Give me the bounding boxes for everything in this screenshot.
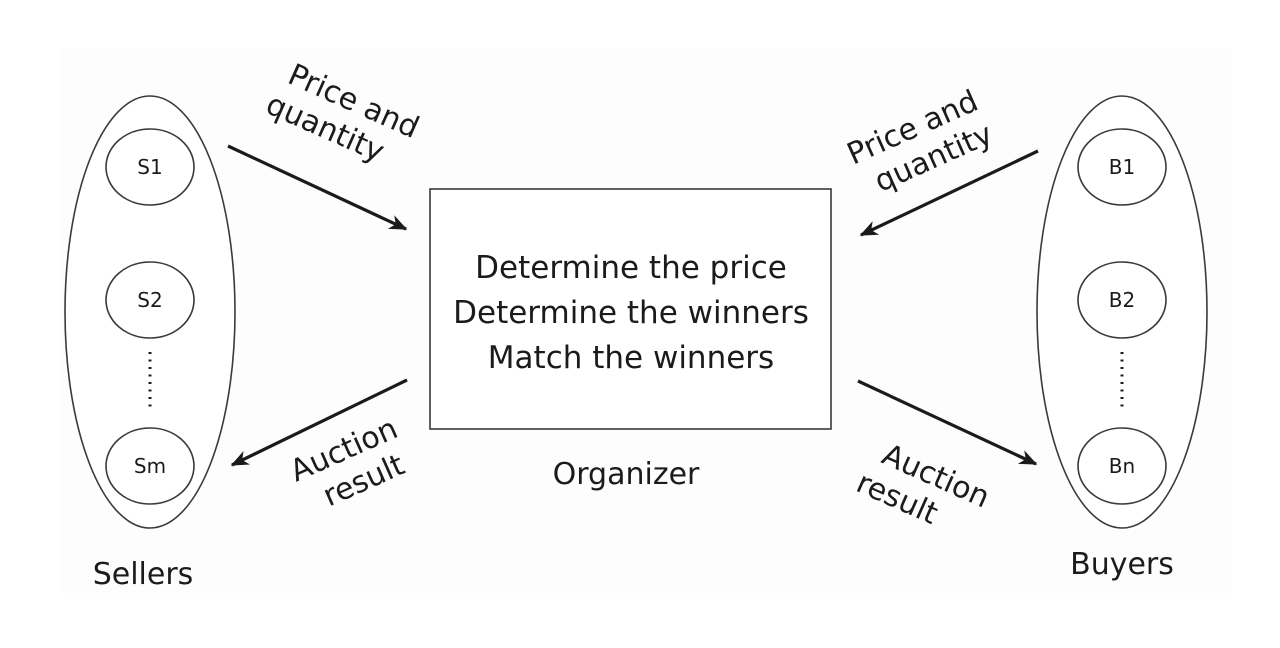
edge-label-buyer-to-organizer: Price and quantity bbox=[842, 84, 998, 200]
seller-node-sm: Sm bbox=[105, 427, 195, 505]
edge-label-seller-to-organizer: Price and quantity bbox=[261, 57, 424, 169]
seller-node-sm-label: Sm bbox=[134, 454, 166, 478]
seller-node-s2-label: S2 bbox=[137, 288, 162, 312]
buyer-node-bn-label: Bn bbox=[1109, 454, 1135, 478]
buyers-label: Buyers bbox=[1070, 547, 1174, 582]
buyers-group: B1 B2 Bn Buyers bbox=[1036, 95, 1208, 582]
arrow-organizer-to-buyer bbox=[857, 379, 1038, 466]
buyer-node-bn: Bn bbox=[1077, 427, 1167, 505]
organizer-box: Determine the price Determine the winner… bbox=[429, 188, 832, 430]
organizer-rectangle bbox=[429, 188, 832, 430]
seller-node-s1-label: S1 bbox=[137, 155, 162, 179]
organizer-line-2: Determine the winners bbox=[453, 295, 809, 331]
sellers-group: S1 S2 Sm Sellers bbox=[64, 95, 236, 592]
organizer-line-1: Determine the price bbox=[475, 250, 787, 286]
seller-node-s1: S1 bbox=[105, 128, 195, 206]
organizer-line-3: Match the winners bbox=[488, 340, 774, 376]
arrow-seller-to-organizer bbox=[227, 144, 408, 231]
buyer-node-b1-label: B1 bbox=[1109, 155, 1135, 179]
buyer-node-b1: B1 bbox=[1077, 128, 1167, 206]
arrow-organizer-to-seller bbox=[230, 378, 408, 467]
buyer-node-b2: B2 bbox=[1077, 261, 1167, 339]
buyer-node-b2-label: B2 bbox=[1109, 288, 1135, 312]
organizer-label: Organizer bbox=[553, 457, 700, 492]
arrow-buyer-to-organizer bbox=[859, 149, 1039, 237]
seller-node-s2: S2 bbox=[105, 261, 195, 339]
edge-label-organizer-to-buyer: Auction result bbox=[851, 437, 995, 532]
sellers-label: Sellers bbox=[93, 557, 194, 592]
